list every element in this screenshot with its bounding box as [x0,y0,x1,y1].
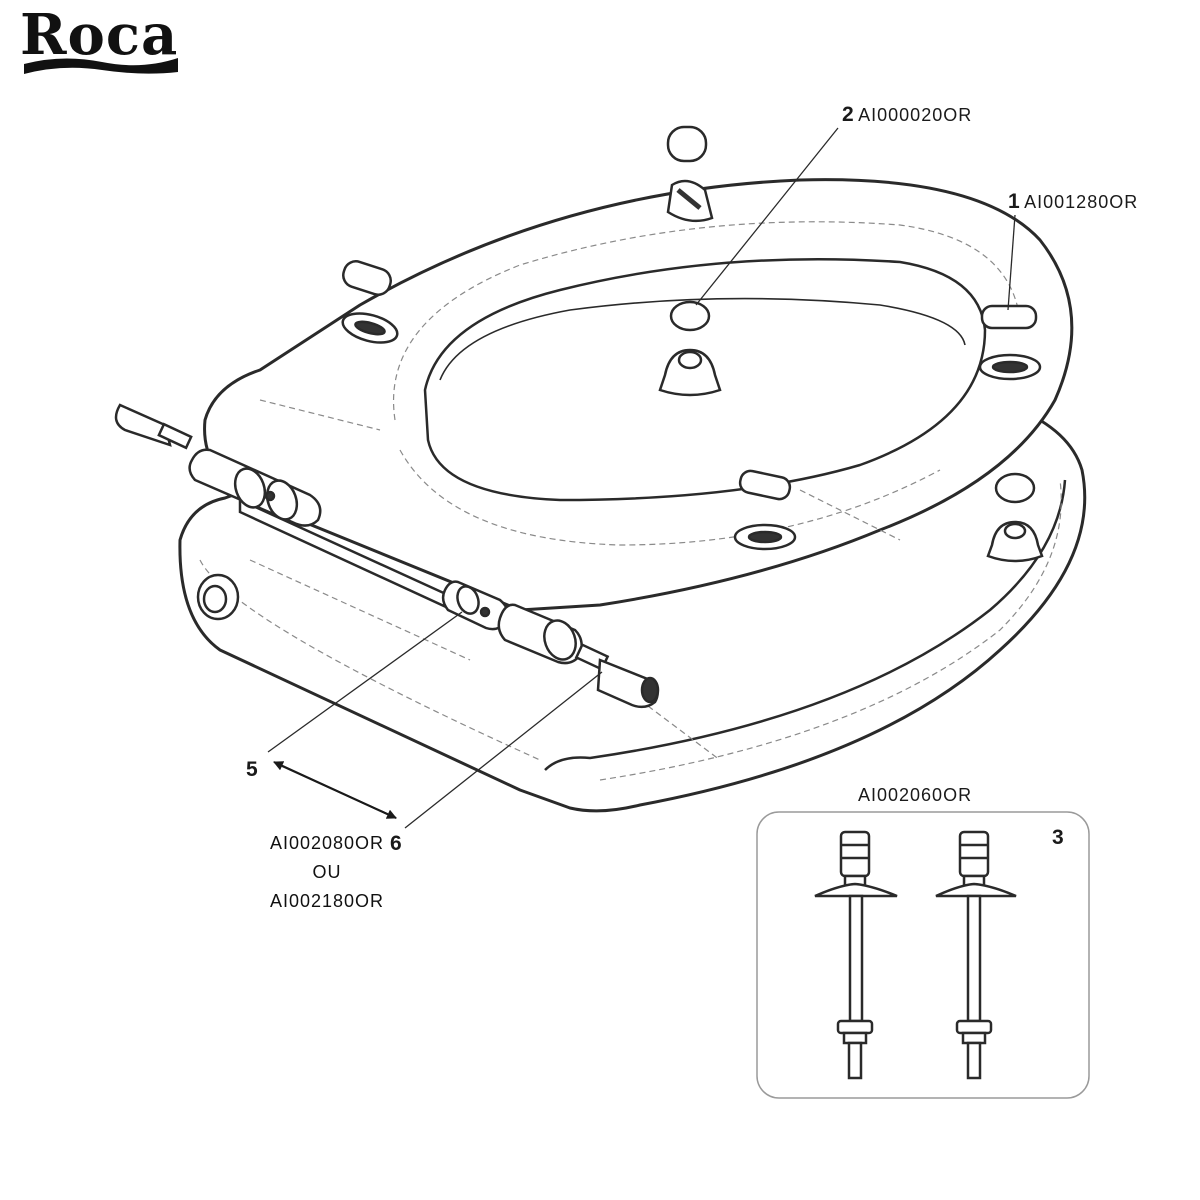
seat-ring-upper-dashes [259,221,1021,546]
double-arrow [273,761,397,819]
part-2-number: 2 [842,103,854,126]
part-1-code: AI001280OR [1024,192,1139,212]
hinge-pin-right [574,643,660,709]
leader-part-6 [404,671,603,829]
hinge-code-primary: AI002080OR [269,833,385,853]
buffer-round-center [658,300,722,397]
part-6-number: 6 [390,832,402,855]
part-5-number: 5 [246,758,258,781]
hinge-pin-left [114,403,193,450]
callout-part-1: 1 AI001280OR [1008,190,1138,214]
logo-wave-icon [24,58,178,74]
hinge-left [188,448,322,527]
buffer-pad-front [733,469,797,551]
part-3-code: AI002060OR [858,785,973,805]
buffer-pad-top [666,125,714,223]
buffer-round-lower-right [986,472,1044,563]
part-2-code: AI000020OR [858,105,973,125]
leader-part-1 [1007,214,1016,311]
fixing-kit-frame [756,811,1090,1099]
hinge-hole-left [196,573,240,621]
buffer-pad-left [341,260,399,344]
leader-part-2 [695,127,839,306]
hinge-code-separator: OU [312,862,342,882]
logo-wordmark: Roca [20,2,179,68]
part-3-number: 3 [1052,826,1064,849]
fixing-bolt-left [814,830,898,1080]
hinge-codes: AI002080OR OU AI002180OR [232,829,422,916]
leader-part-5 [267,611,463,753]
fixing-bolt-right [935,830,1017,1080]
callout-part-2: 2 AI000020OR [842,103,972,127]
hinge-code-alternative: AI002180OR [269,891,385,911]
part-1-number: 1 [1008,190,1020,213]
leader-lines [267,127,1016,829]
buffer-pad-right [978,304,1042,381]
